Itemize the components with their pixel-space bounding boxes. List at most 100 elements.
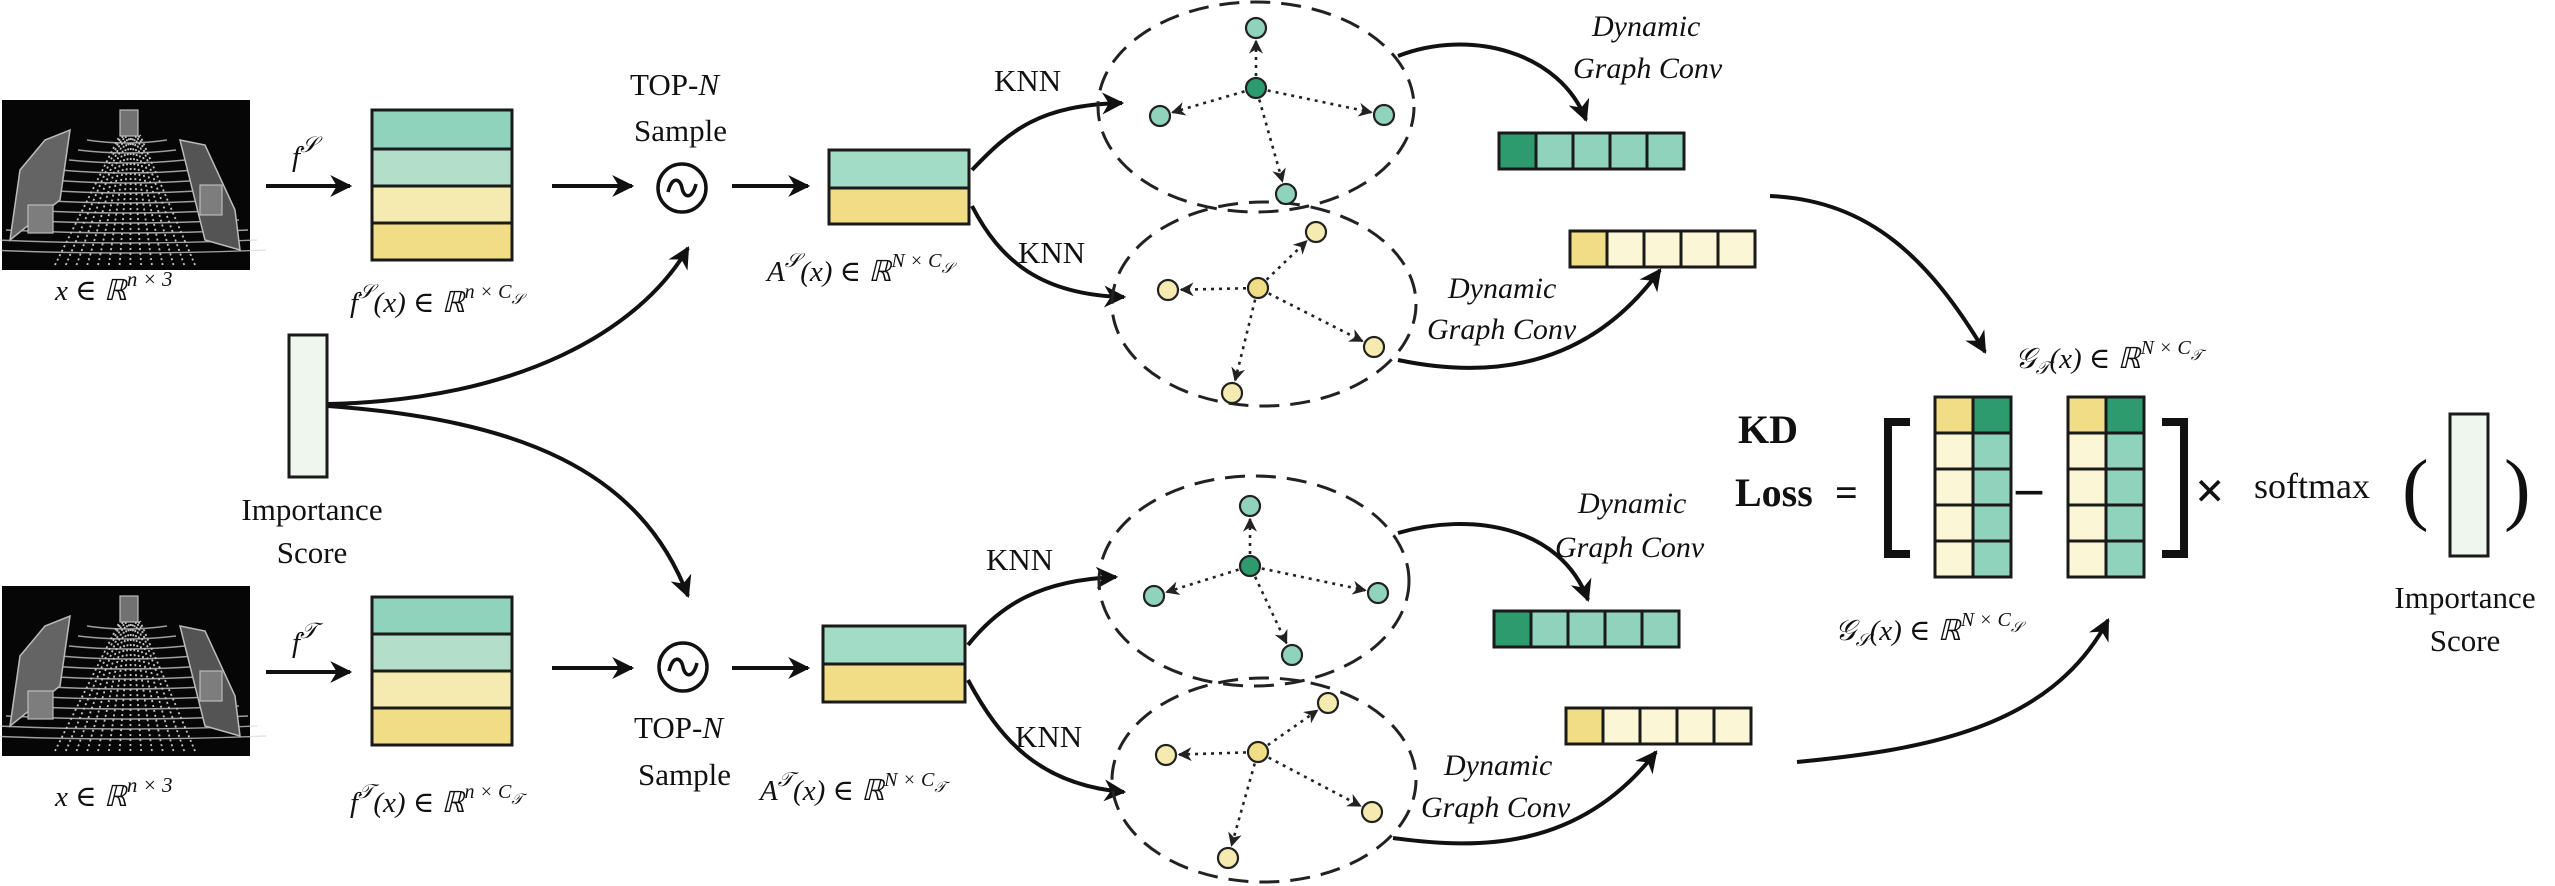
student-sampled-stack bbox=[827, 148, 971, 226]
svg-text:(: ( bbox=[2402, 445, 2429, 533]
vector-cell bbox=[1642, 229, 1683, 269]
svg-text:–: – bbox=[2015, 460, 2043, 517]
matrix-cell bbox=[2066, 503, 2108, 543]
svg-text:TOP-N: TOP-N bbox=[630, 67, 721, 102]
svg-text:Sample: Sample bbox=[638, 757, 731, 792]
matrix-cell bbox=[2066, 539, 2108, 579]
teacher-graph-matrix bbox=[1933, 395, 2013, 579]
svg-text:): ) bbox=[2504, 445, 2531, 533]
svg-text:=: = bbox=[1835, 470, 1858, 515]
vector-cell bbox=[1571, 131, 1612, 171]
svg-text:Dynamic: Dynamic bbox=[1447, 272, 1556, 305]
vector-cell bbox=[1603, 609, 1644, 649]
graph-node bbox=[1304, 220, 1328, 244]
vector-cell bbox=[1529, 609, 1570, 649]
matrix-cell bbox=[1933, 395, 1975, 435]
vector-cell bbox=[1497, 131, 1538, 171]
svg-text:KNN: KNN bbox=[1018, 235, 1085, 270]
knn-graph bbox=[1096, 0, 1416, 214]
importance-score-bar bbox=[2448, 412, 2490, 558]
vector-cell bbox=[1675, 706, 1716, 746]
matrix-cell bbox=[2104, 395, 2146, 435]
matrix-cell bbox=[2104, 467, 2146, 507]
graph-node bbox=[1362, 335, 1386, 359]
student-graph-matrix bbox=[2066, 395, 2146, 579]
graph-node bbox=[1148, 104, 1172, 128]
teacher-graph-feature bbox=[1564, 706, 1753, 746]
sampling-icon bbox=[657, 641, 709, 693]
student-feature-label: f𝒮(x) ∈ ℝn × C𝒮 bbox=[350, 281, 528, 319]
vector-cell bbox=[1638, 706, 1679, 746]
knn-graph bbox=[1110, 200, 1418, 408]
svg-text:KNN: KNN bbox=[1015, 719, 1082, 754]
vector-cell bbox=[1605, 229, 1646, 269]
matrix-cell bbox=[2066, 467, 2108, 507]
matrix-cell bbox=[1933, 467, 1975, 507]
vector-cell bbox=[1601, 706, 1642, 746]
matrix-cell bbox=[1971, 503, 2013, 543]
graph-node bbox=[1216, 846, 1240, 870]
matrix-cell bbox=[1933, 431, 1975, 471]
vector-cell bbox=[1716, 229, 1757, 269]
svg-text:Graph Conv: Graph Conv bbox=[1427, 313, 1577, 346]
student-feature-stack bbox=[370, 108, 514, 262]
graph-node bbox=[1280, 643, 1304, 667]
graph-node bbox=[1274, 182, 1298, 206]
svg-text:Dynamic: Dynamic bbox=[1577, 487, 1686, 520]
vector-cell bbox=[1608, 131, 1649, 171]
point-cloud-image bbox=[0, 586, 267, 756]
svg-text:Dynamic: Dynamic bbox=[1591, 10, 1700, 43]
vector-cell bbox=[1712, 706, 1753, 746]
kd-loss: KD Loss = – × softmax ( ) 𝒢𝒯(x) ∈ ℝN × C… bbox=[1735, 337, 2536, 658]
teacher-graph-feature bbox=[1492, 609, 1681, 649]
vector-cell bbox=[1564, 706, 1605, 746]
svg-text:KNN: KNN bbox=[994, 63, 1061, 98]
vector-cell bbox=[1568, 229, 1609, 269]
vector-cell bbox=[1534, 131, 1575, 171]
graph-center-node bbox=[1244, 76, 1268, 100]
teacher-branch: x ∈ ℝn × 3 f𝒯 f𝒯(x) ∈ ℝn × C𝒯 TOP-N Samp… bbox=[0, 474, 2110, 884]
svg-text:×: × bbox=[2195, 463, 2225, 520]
input-label: x ∈ ℝn × 3 bbox=[54, 267, 172, 307]
teacher-sampled-label: A𝒯(x) ∈ ℝN × C𝒯 bbox=[758, 769, 950, 807]
student-branch: x ∈ ℝn × 3 f𝒮 f𝒮(x) ∈ ℝn × C𝒮 TOP-N Samp… bbox=[0, 0, 1987, 408]
matrix-cell bbox=[2104, 539, 2146, 579]
svg-text:Sample: Sample bbox=[634, 113, 727, 148]
student-graph-label: 𝒢𝒮(x) ∈ ℝN × C𝒮 bbox=[1835, 609, 2027, 650]
svg-text:Dynamic: Dynamic bbox=[1443, 749, 1552, 782]
importance-score: Importance Score bbox=[241, 246, 692, 599]
vector-cell bbox=[1566, 609, 1607, 649]
svg-text:TOP-N: TOP-N bbox=[634, 710, 725, 745]
input-label: x ∈ ℝn × 3 bbox=[54, 773, 172, 813]
matrix-cell bbox=[2066, 395, 2108, 435]
graph-node bbox=[1142, 584, 1166, 608]
vector-cell bbox=[1640, 609, 1681, 649]
matrix-cell bbox=[1971, 431, 2013, 471]
matrix-cell bbox=[1971, 539, 2013, 579]
svg-text:Graph Conv: Graph Conv bbox=[1573, 52, 1723, 85]
svg-text:softmax: softmax bbox=[2254, 466, 2370, 506]
svg-text:f𝒮: f𝒮 bbox=[292, 132, 323, 173]
matrix-cell bbox=[1933, 539, 1975, 579]
svg-text:Score: Score bbox=[2430, 623, 2501, 658]
graph-center-node bbox=[1246, 276, 1270, 300]
svg-text:Importance: Importance bbox=[241, 492, 382, 527]
matrix-cell bbox=[2066, 431, 2108, 471]
graph-center-node bbox=[1238, 554, 1262, 578]
vector-cell bbox=[1679, 229, 1720, 269]
teacher-feature-label: f𝒯(x) ∈ ℝn × C𝒯 bbox=[350, 781, 527, 819]
matrix-cell bbox=[1971, 467, 2013, 507]
graph-node bbox=[1372, 103, 1396, 127]
graph-node bbox=[1220, 381, 1244, 405]
graph-node bbox=[1238, 494, 1262, 518]
matrix-cell bbox=[1933, 503, 1975, 543]
graph-node bbox=[1154, 743, 1178, 767]
graph-center-node bbox=[1246, 740, 1270, 764]
loss-title: KD bbox=[1738, 407, 1798, 452]
vector-cell bbox=[1492, 609, 1533, 649]
matrix-cell bbox=[2104, 431, 2146, 471]
graph-node bbox=[1366, 581, 1390, 605]
teacher-graph-label: 𝒢𝒯(x) ∈ ℝN × C𝒯 bbox=[2015, 337, 2207, 378]
svg-text:Importance: Importance bbox=[2394, 580, 2535, 615]
